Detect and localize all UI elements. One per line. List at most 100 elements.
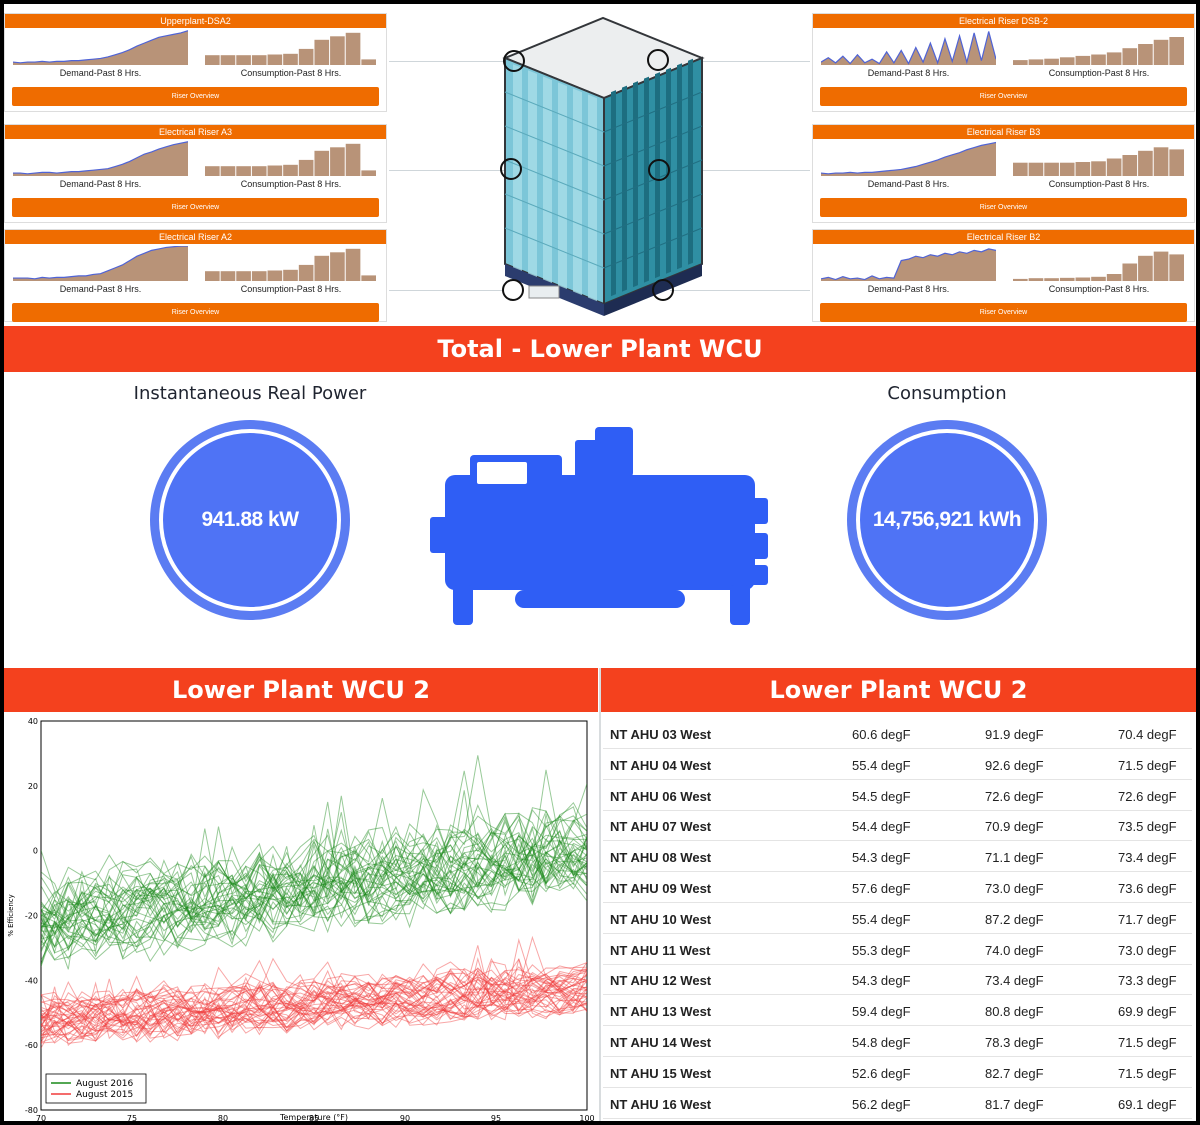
table-row[interactable]: NT AHU 10 West 55.4 degF 87.2 degF 71.7 … bbox=[603, 903, 1192, 934]
y-tick-label: -60 bbox=[25, 1041, 38, 1050]
series-line bbox=[41, 790, 587, 949]
riser-title: Upperplant-DSA2 bbox=[5, 14, 386, 28]
ahu-value-3: 72.6 degF bbox=[1118, 788, 1177, 804]
ahu-value-3: 73.0 degF bbox=[1118, 942, 1177, 958]
ahu-value-1: 57.6 degF bbox=[852, 881, 911, 896]
ahu-name: NT AHU 08 West bbox=[610, 850, 712, 866]
ahu-value-1: 54.4 degF bbox=[852, 819, 911, 835]
series-line bbox=[41, 958, 587, 1044]
sensor-marker bbox=[652, 279, 674, 301]
riser-card: Electrical Riser DSB-2 Demand-Past 8 Hrs… bbox=[812, 13, 1195, 112]
series-line bbox=[41, 966, 587, 1019]
series-line bbox=[41, 869, 587, 956]
series-line bbox=[41, 845, 587, 933]
x-tick-label: 75 bbox=[127, 1114, 137, 1121]
consumption-bar bbox=[1122, 263, 1138, 281]
sensor-marker bbox=[502, 279, 524, 301]
series-line bbox=[41, 847, 587, 944]
riser-title: Electrical Riser B2 bbox=[813, 230, 1194, 244]
table-row[interactable]: NT AHU 03 West 60.6 degF 91.9 degF 70.4 … bbox=[603, 718, 1192, 749]
riser-overview-button[interactable]: Riser Overview bbox=[12, 87, 379, 106]
consumption-label: Consumption-Past 8 Hrs. bbox=[240, 68, 342, 78]
x-axis-label: Temperature (°F) bbox=[279, 1113, 348, 1121]
series-line bbox=[41, 810, 587, 917]
chiller-icon bbox=[430, 427, 768, 625]
table-row[interactable]: NT AHU 08 West 54.3 degF 71.1 degF 73.4 … bbox=[603, 841, 1192, 873]
series-line bbox=[41, 828, 587, 948]
left-panel-title: Lower Plant WCU 2 bbox=[4, 668, 598, 712]
series-line bbox=[41, 971, 587, 1024]
ahu-value-3: 69.1 degF bbox=[1118, 1096, 1177, 1112]
demand-sparkline bbox=[821, 31, 996, 65]
table-row[interactable]: NT AHU 04 West 55.4 degF 92.6 degF 71.5 … bbox=[603, 749, 1192, 780]
series-line bbox=[41, 806, 587, 926]
series-line bbox=[41, 853, 587, 955]
legend-label: August 2015 bbox=[76, 1090, 133, 1100]
table-row[interactable]: NT AHU 06 West 54.5 degF 72.6 degF 72.6 … bbox=[603, 780, 1192, 811]
demand-label: Demand-Past 8 Hrs. bbox=[59, 284, 142, 294]
consumption-bar bbox=[1138, 44, 1153, 65]
series-line bbox=[41, 976, 587, 1031]
table-row[interactable]: NT AHU 15 West 52.6 degF 82.7 degF 71.5 … bbox=[603, 1057, 1192, 1088]
table-row[interactable]: NT AHU 09 West 57.6 degF 73.0 degF 73.6 … bbox=[603, 872, 1192, 903]
consumption-bars bbox=[1013, 251, 1184, 281]
table-row[interactable]: NT AHU 13 West 59.4 degF 80.8 degF 69.9 … bbox=[603, 995, 1192, 1027]
demand-line bbox=[821, 31, 996, 65]
riser-overview-button[interactable]: Riser Overview bbox=[820, 198, 1187, 217]
ahu-value-3: 73.4 degF bbox=[1118, 850, 1177, 866]
demand-area bbox=[821, 142, 996, 176]
series-line bbox=[41, 854, 587, 961]
ahu-value-3: 73.3 degF bbox=[1118, 973, 1177, 989]
demand-area bbox=[13, 30, 188, 65]
riser-overview-button[interactable]: Riser Overview bbox=[820, 303, 1187, 322]
consumption-bar bbox=[267, 165, 283, 176]
consumption-bar bbox=[1013, 162, 1028, 176]
consumption-bar bbox=[236, 55, 251, 65]
ahu-value-3: 71.5 degF bbox=[1118, 1035, 1177, 1050]
series-line bbox=[41, 957, 587, 1040]
table-row[interactable]: NT AHU 12 West 54.3 degF 73.4 degF 73.3 … bbox=[603, 964, 1192, 996]
series-line bbox=[41, 976, 587, 1035]
table-row[interactable]: NT AHU 14 West 54.8 degF 78.3 degF 71.5 … bbox=[603, 1026, 1192, 1057]
entrance-canopy bbox=[528, 285, 560, 299]
riser-overview-button[interactable]: Riser Overview bbox=[820, 87, 1187, 106]
consumption-bar bbox=[314, 255, 330, 281]
x-tick-label: 95 bbox=[491, 1114, 501, 1121]
table-row[interactable]: NT AHU 07 West 54.4 degF 70.9 degF 73.5 … bbox=[603, 810, 1192, 842]
series-line bbox=[41, 962, 587, 1019]
series-line bbox=[41, 994, 587, 1042]
series-line bbox=[41, 842, 587, 948]
ahu-value-2: 70.9 degF bbox=[985, 819, 1044, 835]
demand-line bbox=[13, 246, 188, 280]
riser-overview-button[interactable]: Riser Overview bbox=[12, 303, 379, 322]
consumption-bar bbox=[1106, 158, 1122, 176]
series-line bbox=[41, 991, 587, 1044]
series-line bbox=[41, 857, 587, 965]
consumption-bar bbox=[1075, 55, 1091, 65]
riser-overview-button[interactable]: Riser Overview bbox=[12, 198, 379, 217]
right-panel-title: Lower Plant WCU 2 bbox=[601, 668, 1196, 712]
series-line bbox=[41, 945, 587, 1034]
consumption-bar bbox=[1091, 276, 1106, 281]
consumption-bar bbox=[1169, 37, 1184, 65]
consumption-bar bbox=[1153, 251, 1169, 281]
consumption-bar bbox=[205, 166, 220, 176]
table-row[interactable]: NT AHU 11 West 55.3 degF 74.0 degF 73.0 … bbox=[603, 934, 1192, 965]
table-row[interactable]: NT AHU 16 West 56.2 degF 81.7 degF 69.1 … bbox=[603, 1088, 1192, 1119]
building-illustration[interactable] bbox=[495, 12, 710, 324]
ahu-name: NT AHU 13 West bbox=[610, 1004, 712, 1020]
consumption-bar bbox=[1091, 161, 1106, 176]
ahu-name: NT AHU 16 West bbox=[610, 1096, 712, 1112]
consumption-bar bbox=[1059, 57, 1075, 65]
panel-divider bbox=[599, 668, 601, 1121]
riser-card: Electrical Riser B2 Demand-Past 8 Hrs. C… bbox=[812, 229, 1195, 322]
consumption-bar bbox=[1059, 277, 1075, 281]
ahu-value-1: 59.4 degF bbox=[852, 1004, 911, 1020]
series-line bbox=[41, 812, 587, 961]
series-line bbox=[41, 958, 587, 1019]
consumption-bar bbox=[1122, 48, 1138, 65]
chart-legend bbox=[45, 1073, 147, 1104]
series-line bbox=[41, 829, 587, 931]
demand-sparkline bbox=[13, 30, 188, 65]
